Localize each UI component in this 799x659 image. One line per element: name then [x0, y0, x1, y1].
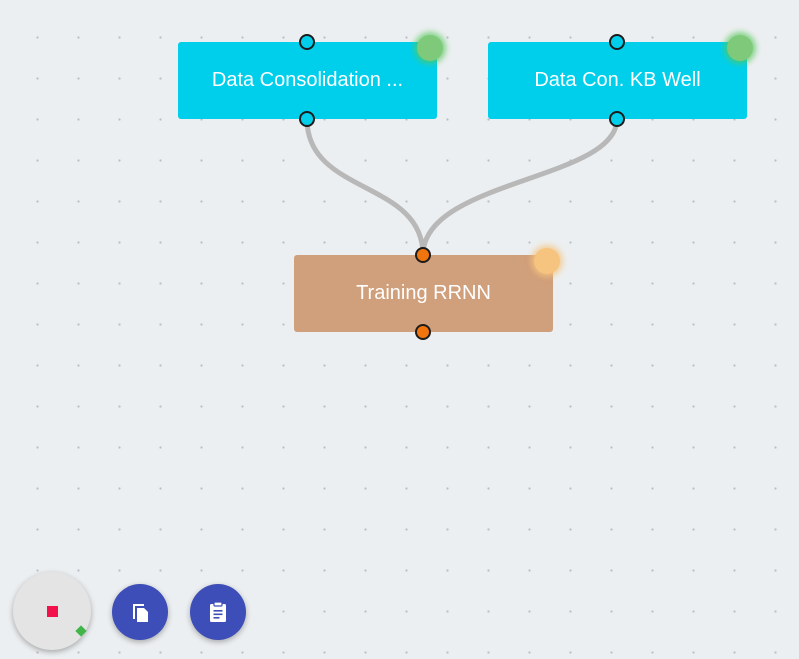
- input-port[interactable]: [609, 34, 625, 50]
- status-indicator: [534, 248, 560, 274]
- node-data-consolidation[interactable]: Data Consolidation ...: [178, 42, 437, 119]
- connection-kb-well-to-training: [420, 116, 620, 258]
- stop-icon: [46, 605, 58, 617]
- status-indicator: [417, 35, 443, 61]
- input-port[interactable]: [415, 247, 431, 263]
- node-label: Data Consolidation ...: [211, 69, 404, 91]
- paste-button[interactable]: [190, 584, 246, 640]
- input-port[interactable]: [299, 34, 315, 50]
- node-training-rrnn[interactable]: Training RRNN: [294, 255, 553, 332]
- stop-button[interactable]: [13, 572, 91, 650]
- connection-data-consolidation-to-training: [304, 116, 426, 258]
- output-port[interactable]: [299, 111, 315, 127]
- node-label: Training RRNN: [356, 282, 491, 304]
- clipboard-icon: [210, 601, 226, 622]
- output-port[interactable]: [609, 111, 625, 127]
- copy-icon: [133, 604, 148, 622]
- output-port[interactable]: [415, 324, 431, 340]
- status-indicator: [727, 35, 753, 61]
- node-label: Data Con. KB Well: [534, 69, 701, 91]
- copy-button[interactable]: [112, 584, 168, 640]
- node-data-con-kb-well[interactable]: Data Con. KB Well: [488, 42, 747, 119]
